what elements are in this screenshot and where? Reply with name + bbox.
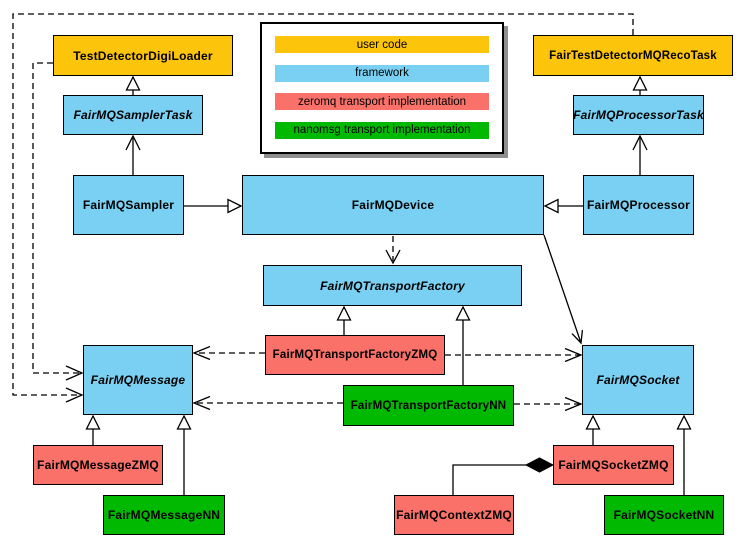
legend-item-zeromq: zeromq transport implementation (275, 93, 489, 111)
class-box-fairmqprocessor: FairMQProcessor (583, 175, 694, 235)
arrowhead-socket-left-lower (564, 396, 583, 412)
triangle-device-left (227, 198, 243, 214)
class-box-fairmqmessagezmq: FairMQMessageZMQ (33, 445, 163, 485)
class-box-fairmqmessage: FairMQMessage (83, 345, 193, 415)
triangle-tf-right (455, 305, 471, 321)
triangle-socket-right (676, 414, 692, 430)
class-box-fairmqsocketnn: FairMQSocketNN (604, 495, 724, 535)
triangle-socket-left (585, 414, 601, 430)
class-box-fairmqsampler: FairMQSampler (73, 175, 184, 235)
class-box-fairmqtransportfactory: FairMQTransportFactory (263, 265, 522, 306)
class-box-fairmqmessagenn: FairMQMessageNN (103, 495, 225, 535)
arrowhead-socket-top (571, 330, 584, 345)
class-box-fairmqsocket: FairMQSocket (582, 345, 694, 415)
legend-item-framework: framework (275, 64, 489, 82)
triangle-digiloader (125, 75, 141, 91)
class-box-testdetectordigiloader: TestDetectorDigiLoader (53, 35, 233, 76)
arrowhead-transportfactory-top (385, 249, 401, 265)
class-box-fairmqdevice: FairMQDevice (242, 175, 544, 235)
class-box-fairmqsocketzmq: FairMQSocketZMQ (553, 445, 674, 485)
arrowhead-message-right-lower (192, 395, 211, 411)
class-box-fairtestdetectormqrecotask: FairTestDetectorMQRecoTask (533, 35, 733, 76)
class-box-fairmqprocessortask: FairMQProcessorTask (573, 95, 704, 135)
class-box-fairmqtransportfactorynn: FairMQTransportFactoryNN (343, 385, 514, 426)
class-box-fairmqcontextzmq: FairMQContextZMQ (394, 495, 514, 535)
legend: user code framework zeromq transport imp… (260, 22, 504, 154)
triangle-device-right (543, 198, 559, 214)
class-box-fairmqsamplertask: FairMQSamplerTask (63, 95, 203, 135)
arrowhead-message-left-lower (65, 387, 84, 403)
arrowhead-socket-left-upper (564, 347, 583, 363)
triangle-message-right (176, 414, 192, 430)
arrowhead-message-left-upper (65, 365, 84, 381)
composition-diamond (524, 457, 555, 473)
legend-item-nanomsg: nanomsg transport implementation (275, 121, 489, 139)
arrowhead-samplertask (125, 134, 141, 151)
triangle-message-left (85, 414, 101, 430)
class-box-fairmqtransportfactoryzmq: FairMQTransportFactoryZMQ (265, 335, 445, 375)
arrowhead-processortask (632, 134, 648, 151)
arrowhead-message-right-upper (192, 345, 211, 361)
triangle-recotask (632, 75, 648, 91)
legend-item-user-code: user code (275, 36, 489, 53)
triangle-tf-left (336, 305, 352, 321)
